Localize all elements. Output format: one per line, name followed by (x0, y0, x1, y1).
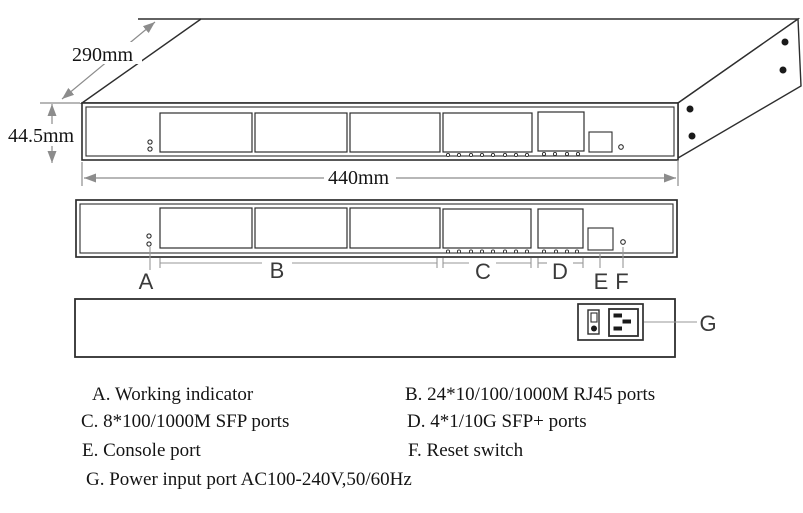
rj45-port-block-1 (159, 112, 253, 153)
sfp-plus-leds (541, 151, 581, 157)
length-dimension-label: 440mm (328, 167, 390, 189)
rear-view: G (74, 298, 717, 358)
screw-hole (781, 38, 789, 46)
sfp-port-block (442, 208, 532, 249)
led-indicator (146, 241, 152, 247)
callout-f: F (615, 269, 628, 294)
bracket-c (442, 258, 532, 268)
bracket-d (537, 258, 584, 268)
legend: A. Working indicator B. 24*10/100/1000M … (81, 384, 655, 490)
legend-item-c: C. 8*100/1000M SFP ports (81, 411, 289, 432)
sfp-leds (445, 152, 530, 158)
depth-dimension-label: 290mm (72, 44, 134, 66)
rear-panel (74, 298, 676, 358)
callout-d: D (552, 259, 568, 284)
sfp-leds (445, 249, 530, 254)
sfp-plus-port-block (537, 208, 584, 249)
front-view (75, 199, 678, 258)
legend-item-a: A. Working indicator (92, 384, 254, 405)
power-switch-icon (587, 309, 600, 335)
label-mask (68, 42, 142, 64)
rj45-port-block-3 (349, 112, 441, 153)
dimension-lines: 290mm 44.5mm 440mm (8, 21, 679, 189)
sfp-port-block (442, 112, 533, 153)
height-dimension-label: 44.5mm (8, 125, 75, 147)
reset-switch-hole (620, 239, 626, 245)
console-port (587, 227, 614, 251)
power-socket-icon (608, 308, 639, 337)
legend-item-g: G. Power input port AC100-240V,50/60Hz (86, 469, 412, 490)
callout-g: G (699, 311, 716, 336)
front-face-ports (147, 111, 624, 158)
callout-letters: A B C D E F (139, 258, 629, 294)
callout-c: C (475, 259, 491, 284)
sfp-plus-leds (541, 249, 580, 254)
led-indicator (146, 233, 152, 239)
perspective-view (79, 17, 802, 161)
rj45-port-block-2 (254, 207, 348, 249)
screw-hole (779, 66, 787, 74)
sfp-plus-port-block (537, 111, 585, 152)
callout-brackets (149, 247, 624, 270)
callout-e: E (594, 269, 609, 294)
bracket-b (159, 258, 438, 268)
legend-item-d: D. 4*1/10G SFP+ ports (407, 411, 587, 432)
legend-item-f: F. Reset switch (408, 440, 524, 461)
rj45-port-block-1 (159, 207, 253, 249)
callout-a: A (139, 269, 154, 294)
screw-hole (686, 105, 694, 113)
reset-switch-hole (618, 144, 624, 150)
legend-item-e: E. Console port (82, 440, 201, 461)
callout-b: B (270, 258, 285, 283)
legend-item-b: B. 24*10/100/1000M RJ45 ports (405, 384, 655, 405)
led-indicator (147, 146, 153, 152)
led-indicator (147, 139, 153, 145)
top-face (79, 18, 801, 104)
rj45-port-block-2 (254, 112, 348, 153)
screw-hole (688, 132, 696, 140)
console-port (588, 131, 613, 153)
rj45-port-block-3 (349, 207, 441, 249)
